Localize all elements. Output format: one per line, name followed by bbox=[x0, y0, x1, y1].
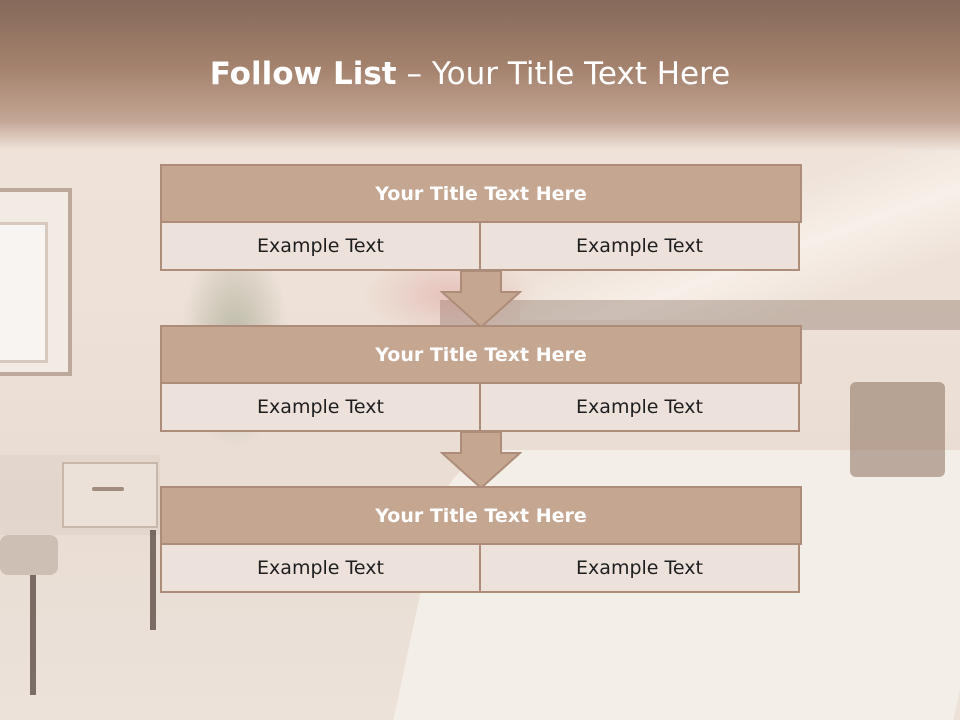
step-title: Your Title Text Here bbox=[160, 325, 802, 384]
stool bbox=[0, 535, 58, 575]
step-right-text: Example Text bbox=[479, 543, 800, 593]
step-right-text: Example Text bbox=[479, 221, 800, 271]
step-left-text: Example Text bbox=[160, 382, 481, 432]
mirror bbox=[0, 188, 72, 376]
desk-drawer bbox=[62, 462, 158, 528]
down-arrow-icon bbox=[440, 270, 522, 328]
drawer-handle bbox=[92, 487, 124, 491]
step-left-text: Example Text bbox=[160, 543, 481, 593]
step-title: Your Title Text Here bbox=[160, 164, 802, 223]
step-title: Your Title Text Here bbox=[160, 486, 802, 545]
step-block-1: Your Title Text Here Example Text Exampl… bbox=[160, 164, 802, 271]
down-arrow-icon bbox=[440, 431, 522, 489]
desk-leg bbox=[150, 530, 156, 630]
title-bold: Follow List bbox=[209, 56, 397, 92]
header-band bbox=[0, 0, 960, 150]
stool-leg bbox=[30, 575, 36, 695]
step-block-3: Your Title Text Here Example Text Exampl… bbox=[160, 486, 802, 593]
step-left-text: Example Text bbox=[160, 221, 481, 271]
step-right-text: Example Text bbox=[479, 382, 800, 432]
title-rest: – Your Title Text Here bbox=[396, 56, 731, 92]
pillow bbox=[850, 382, 945, 477]
step-block-2: Your Title Text Here Example Text Exampl… bbox=[160, 325, 802, 432]
slide-title: Follow List – Your Title Text Here bbox=[0, 56, 940, 92]
